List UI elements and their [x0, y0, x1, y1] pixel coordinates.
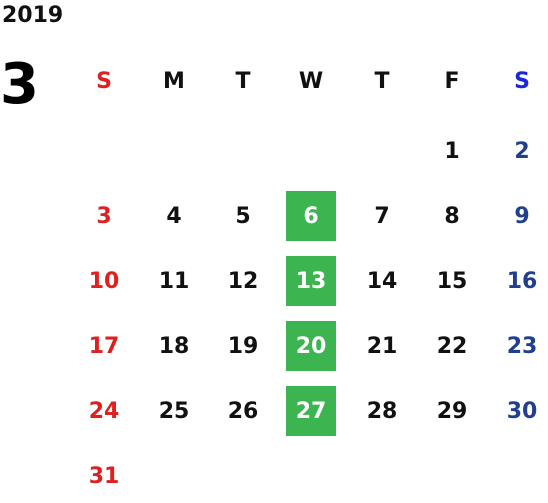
weekday-header-thu: T	[374, 68, 390, 94]
day-cell[interactable]: 9	[514, 203, 530, 229]
day-cell[interactable]: 28	[366, 398, 398, 424]
day-cell[interactable]: 8	[444, 203, 460, 229]
weekday-header-sat: S	[514, 68, 530, 94]
day-cell[interactable]: 10	[88, 268, 120, 294]
day-cell[interactable]: 3	[96, 203, 112, 229]
day-cell[interactable]: 4	[166, 203, 182, 229]
highlighted-day-cell[interactable]: 6	[286, 191, 336, 241]
day-cell[interactable]: 19	[227, 333, 259, 359]
highlighted-day-cell[interactable]: 27	[286, 386, 336, 436]
day-cell[interactable]: 30	[506, 398, 538, 424]
month-number: 3	[0, 52, 39, 117]
day-cell[interactable]: 2	[514, 138, 530, 164]
day-cell[interactable]: 12	[227, 268, 259, 294]
day-cell[interactable]: 7	[374, 203, 390, 229]
day-cell[interactable]: 14	[366, 268, 398, 294]
day-cell[interactable]: 17	[88, 333, 120, 359]
weekday-header-wed: W	[298, 68, 324, 94]
day-cell[interactable]: 15	[436, 268, 468, 294]
day-cell[interactable]: 26	[227, 398, 259, 424]
highlighted-day-cell[interactable]: 20	[286, 321, 336, 371]
day-cell[interactable]: 5	[235, 203, 251, 229]
day-cell[interactable]: 29	[436, 398, 468, 424]
day-cell[interactable]: 23	[506, 333, 538, 359]
highlighted-day-cell[interactable]: 13	[286, 256, 336, 306]
day-cell[interactable]: 11	[158, 268, 190, 294]
weekday-header-sun: S	[96, 68, 112, 94]
year-label: 2019	[2, 3, 64, 28]
day-cell[interactable]: 21	[366, 333, 398, 359]
weekday-header-tue: T	[235, 68, 251, 94]
day-cell[interactable]: 22	[436, 333, 468, 359]
day-cell[interactable]: 18	[158, 333, 190, 359]
day-cell[interactable]: 1	[444, 138, 460, 164]
day-cell[interactable]: 24	[88, 398, 120, 424]
day-cell[interactable]: 16	[506, 268, 538, 294]
weekday-header-mon: M	[163, 68, 185, 94]
weekday-header-fri: F	[444, 68, 460, 94]
day-cell[interactable]: 25	[158, 398, 190, 424]
day-cell[interactable]: 31	[88, 463, 120, 489]
